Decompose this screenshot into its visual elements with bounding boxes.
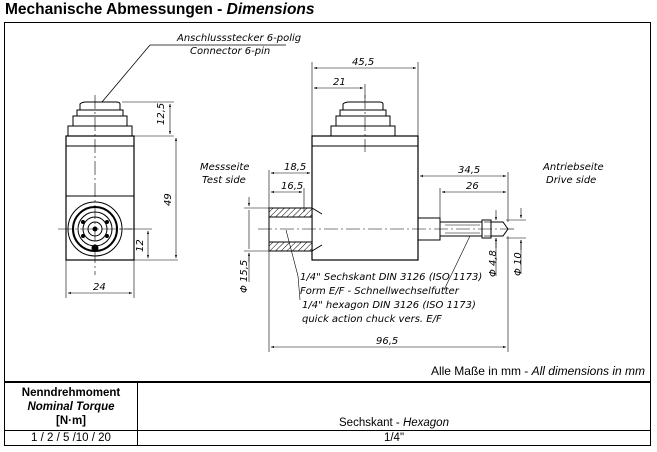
diameter-symbol: Φ	[239, 285, 250, 293]
dim-18-5: 18,5	[284, 162, 306, 173]
front-view	[58, 44, 286, 298]
dim-49: 49	[163, 193, 174, 206]
cell-torque-values: 1 / 2 / 5 /10 / 20	[4, 430, 138, 446]
table-header-row: Nenndrehmoment Nominal Torque [N·m] Sech…	[4, 382, 651, 431]
dim-12: 12	[135, 239, 146, 252]
header-nominal-torque: Nenndrehmoment Nominal Torque [N·m]	[4, 382, 138, 431]
connector-label-de: Anschlussstecker 6-polig	[176, 33, 301, 44]
dim-dia-15-5: 15,5	[239, 260, 250, 282]
side-view	[244, 62, 526, 352]
header-hexagon: Sechskant - Hexagon	[137, 382, 651, 431]
dim-45-5: 45,5	[352, 57, 374, 68]
connector-label-en: Connector 6-pin	[190, 46, 270, 57]
hex-note-line-1: 1/4" Sechskant DIN 3126 (ISO 1173)	[300, 272, 482, 283]
drive-side-label-de: Antriebseite	[542, 162, 604, 173]
dim-dia-4-8: 4,8	[488, 250, 499, 266]
torque-table: Nenndrehmoment Nominal Torque [N·m] Sech…	[4, 382, 651, 446]
dim-34-5: 34,5	[458, 165, 480, 176]
hex-note-line-3: 1/4" hexagon DIN 3126 (ISO 1173)	[302, 300, 476, 311]
dim-96-5: 96,5	[376, 336, 398, 347]
dim-12-5: 12,5	[156, 103, 167, 125]
cell-hex-size: 1/4"	[137, 430, 651, 446]
dim-21: 21	[333, 77, 346, 88]
dim-16-5: 16,5	[281, 181, 303, 192]
dim-24: 24	[93, 282, 106, 293]
drive-side-label-en: Drive side	[546, 175, 596, 186]
test-side-label-de: Messseite	[200, 162, 249, 173]
drawing-frame	[4, 22, 651, 382]
dim-26: 26	[466, 181, 479, 192]
hex-note-line-4: quick action chuck vers. E/F	[302, 314, 442, 325]
page-title: Mechanische Abmessungen - Dimensions	[5, 1, 315, 18]
table-row: 1 / 2 / 5 /10 / 20 1/4"	[4, 430, 651, 446]
diameter-symbol: Φ	[488, 269, 499, 277]
test-side-label-en: Test side	[202, 175, 246, 186]
diameter-symbol: Φ	[513, 268, 524, 276]
hex-note-line-2: Form E/F - Schnellwechselfutter	[300, 286, 460, 297]
dim-dia-10: 10	[513, 252, 524, 265]
dimensions-unit-note: Alle Maße in mm - All dimensions in mm	[430, 364, 645, 378]
